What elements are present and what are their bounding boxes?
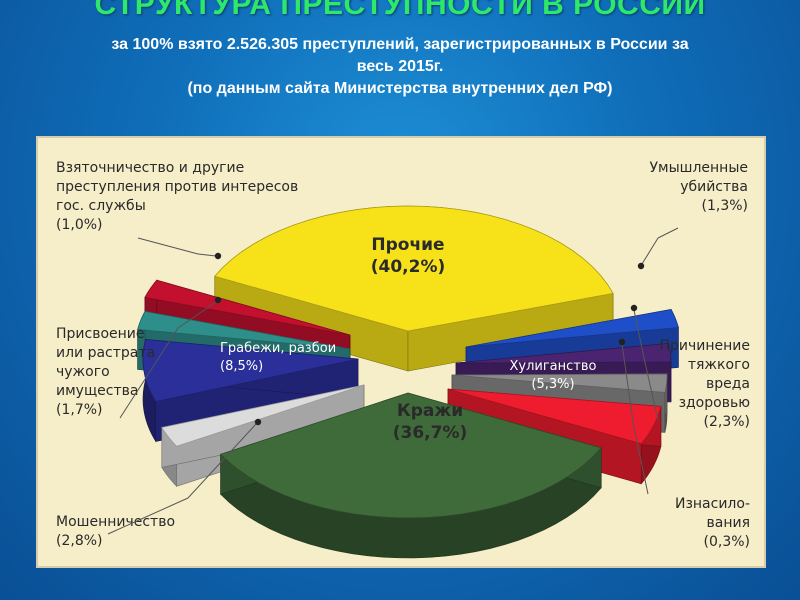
pie-slice-top-vred xyxy=(455,343,672,364)
slice-label-ubiystva-1: убийства xyxy=(680,179,748,195)
leader-line xyxy=(657,227,679,239)
pie-slice-top-grabezhi xyxy=(142,339,359,402)
leader-line xyxy=(633,309,645,359)
slice-label-krazhi: Кражи xyxy=(397,401,463,421)
leader-dot xyxy=(214,252,222,260)
subtitle-line-2: весь 2015г. xyxy=(356,58,444,75)
slice-value-ubiystva: (1,3%) xyxy=(702,198,749,214)
slice-label-huliganstvo: Хулиганство xyxy=(510,359,597,374)
slice-value-iznasilovaniya: (0,3%) xyxy=(704,534,751,550)
leader-line xyxy=(621,343,635,429)
leader-line xyxy=(107,497,189,535)
subtitle-line-3: (по данным сайта Министерства внутренних… xyxy=(187,80,613,97)
slice-value-krazhi: (36,7%) xyxy=(393,423,468,443)
subtitle-line-1: за 100% взято 2.526.305 преступлений, за… xyxy=(111,36,689,53)
pie-slice-top-vzyatochnichestvo xyxy=(144,279,351,336)
pie-slice-top-moshennichestvo xyxy=(161,384,365,447)
slice-label-prisvoenie-3: имущества xyxy=(56,383,138,399)
slice-label-prochie: Прочие xyxy=(371,235,444,255)
slice-label-vzyatochnichestvo-1: преступления против интересов xyxy=(56,179,298,195)
leader-line xyxy=(119,327,179,419)
slice-label-vred-3: здоровью xyxy=(679,395,751,411)
chart-panel: Прочие(40,2%) Кражи(36,7%) Грабежи, разбои… xyxy=(36,136,766,568)
slice-value-moshennichestvo: (2,8%) xyxy=(56,533,103,549)
slice-label-ubiystva-0: Умышленные xyxy=(650,160,749,176)
pie-slice-top-prisvoenie xyxy=(137,310,351,350)
slice-value-prochie: (40,2%) xyxy=(371,257,446,277)
pie-slice-top-krazhi xyxy=(219,392,602,519)
slice-label-vzyatochnichestvo-2: гос. службы xyxy=(56,198,146,214)
page-title: СТРУКТУРА ПРЕСТУПНОСТИ В РОССИИ xyxy=(94,0,706,21)
pie-slice-top-huliganstvo xyxy=(447,388,662,445)
slice-label-grabezhi: Грабежи, разбои xyxy=(220,341,336,356)
leader-line xyxy=(137,237,199,255)
slice-label-vred-0: Причинение xyxy=(659,338,750,354)
slice-value-vzyatochnichestvo: (1,0%) xyxy=(56,217,103,233)
leader-line xyxy=(197,253,217,257)
slice-value-prisvoenie: (1,7%) xyxy=(56,402,103,418)
leader-dot xyxy=(618,338,626,346)
pie-slice-krazhi xyxy=(219,392,602,559)
slice-label-prisvoenie-0: Присвоение xyxy=(56,326,145,342)
pie-slice-top-ubiystva xyxy=(465,308,679,348)
pie-slice-top-iznasilovaniya xyxy=(451,373,668,393)
slice-value-vred: (2,3%) xyxy=(704,414,751,430)
leader-line xyxy=(643,357,659,421)
pie-slice-top-prochie xyxy=(214,205,614,332)
leader-line xyxy=(641,237,659,265)
slice-label-iznasilovaniya-1: вания xyxy=(706,515,750,531)
slice-label-prisvoenie-1: или растрата xyxy=(56,345,155,361)
pie-chart: Прочие(40,2%) Кражи(36,7%) Грабежи, разбои… xyxy=(56,160,751,559)
slice-label-vred-1: тяжкого xyxy=(688,357,750,373)
slice-value-grabezhi: (8,5%) xyxy=(220,359,263,374)
slice-label-prisvoenie-2: чужого xyxy=(56,364,110,380)
slice-label-vred-2: вреда xyxy=(706,376,750,392)
slice-label-moshennichestvo: Мошенничество xyxy=(56,514,175,530)
leader-dot xyxy=(254,418,262,426)
pie-slice-prochie xyxy=(214,205,614,372)
leader-line xyxy=(633,427,649,495)
leader-dot xyxy=(637,262,645,270)
slice-label-vzyatochnichestvo-0: Взяточничество и другие xyxy=(56,160,244,176)
page-subtitle: за 100% взято 2.526.305 преступлений, за… xyxy=(40,34,760,100)
slice-label-iznasilovaniya-0: Изнасило- xyxy=(675,496,750,512)
leader-dot xyxy=(630,304,638,312)
leader-dot xyxy=(214,296,222,304)
slice-value-huliganstvo: (5,3%) xyxy=(531,377,574,392)
leader-line xyxy=(187,423,257,499)
leader-line xyxy=(177,301,217,329)
